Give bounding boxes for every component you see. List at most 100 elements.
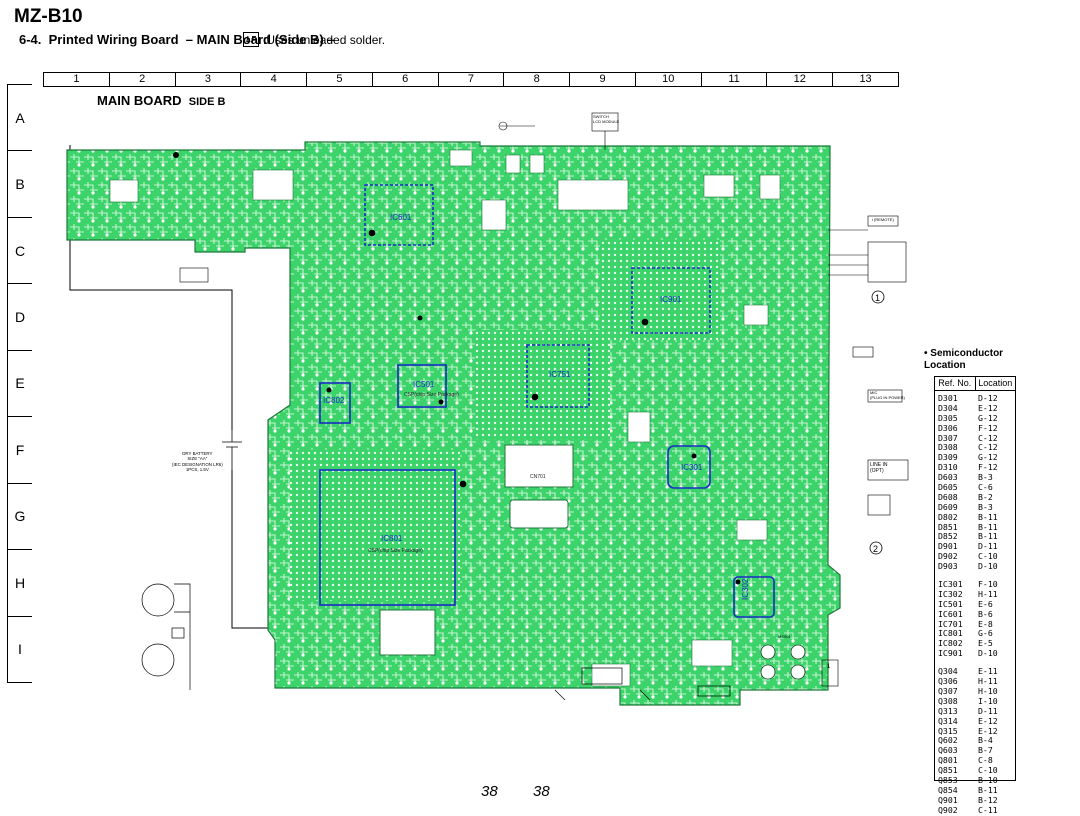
location-cell: B-11: [978, 521, 998, 532]
ref-no-cell: Q602: [938, 735, 958, 746]
ref-no-cell: D603: [938, 472, 958, 483]
ref-no-cell: D852: [938, 531, 958, 542]
ref-no-cell: D851: [938, 521, 958, 532]
semiconductor-row: IC601 B-6: [935, 608, 1015, 620]
ic501-label: IC501: [413, 380, 435, 389]
board-label: MAIN BOARD SIDE B: [97, 93, 225, 108]
ref-no-cell: D305: [938, 412, 958, 423]
column-label: 9: [570, 73, 636, 86]
dense-region-center: [475, 330, 610, 440]
ref-no-cell: Q902: [938, 804, 958, 815]
ic901-label: IC901: [660, 295, 682, 304]
model-title: MZ-B10: [14, 6, 83, 27]
ref-no-cell: D308: [938, 442, 958, 453]
location-cell: E-8: [978, 618, 993, 629]
semiconductor-row: Q602 B-4: [935, 735, 1015, 746]
ic901-outline: [631, 267, 711, 334]
ic501-outline: [397, 364, 447, 408]
ref-no-cell: Q853: [938, 774, 958, 785]
location-cell: E-12: [978, 715, 998, 726]
ref-no-cell: IC301: [938, 579, 963, 590]
pin1-dots: [173, 152, 741, 585]
column-label: 10: [636, 73, 702, 86]
callout-2: [869, 541, 883, 555]
location-cell: I-10: [978, 695, 998, 706]
board-outline: [66, 141, 841, 706]
ic501-package-note: CSP(chip Size Package): [404, 392, 459, 398]
location-cell: B-11: [978, 511, 998, 522]
location-cell: F-12: [978, 462, 998, 473]
location-header: Location: [978, 378, 1013, 388]
row-label: F: [8, 417, 32, 484]
location-cell: D-10: [978, 561, 998, 572]
ref-no-cell: IC302: [938, 588, 963, 599]
ic801-label: IC801: [381, 534, 403, 543]
ref-no-cell: Q854: [938, 784, 958, 795]
semiconductor-title-text: Semiconductor Location: [924, 348, 1004, 371]
ref-no-cell: Q315: [938, 725, 958, 736]
ref-no-header: Ref. No.: [935, 377, 976, 390]
dense-region-ic901: [600, 240, 720, 340]
white-pad-2: [379, 609, 436, 656]
location-cell: C-12: [978, 432, 998, 443]
ref-no-cell: Q603: [938, 745, 958, 756]
component-pads: [109, 149, 781, 687]
ref-no-cell: D309: [938, 452, 958, 463]
ic601-label: IC601: [390, 213, 412, 222]
column-label: 11: [702, 73, 768, 86]
location-cell: B-4: [978, 735, 993, 746]
lead-free-icon: LF: [243, 32, 259, 47]
column-label: 13: [859, 73, 872, 85]
ic801-package-note: CSP(chip Size Package): [368, 548, 423, 554]
row-label: H: [8, 550, 32, 617]
location-cell: H-11: [978, 588, 998, 599]
semiconductor-row: D852 B-11: [935, 532, 1015, 542]
ref-no-cell: D301: [938, 393, 958, 403]
ic802-outline: [319, 382, 351, 424]
remote-label: i (REMOTE): [872, 217, 894, 222]
ref-no-cell: Q307: [938, 685, 958, 696]
page-number-2: 38: [533, 783, 550, 800]
location-cell: B-6: [978, 608, 993, 619]
location-cell: B-11: [978, 531, 998, 542]
ic751-outline: [526, 344, 590, 408]
board-side: SIDE B: [188, 96, 226, 108]
ref-no-cell: D609: [938, 501, 958, 512]
ref-no-cell: Q306: [938, 676, 958, 687]
ref-no-cell: IC601: [938, 608, 963, 619]
location-cell: C-10: [978, 765, 998, 776]
location-cell: B-10: [978, 774, 998, 785]
semiconductor-row: Q853 B-10: [935, 774, 1015, 786]
row-label: B: [8, 151, 32, 218]
side-callout: 1: [827, 664, 831, 670]
row-label: G: [8, 484, 32, 551]
ic302-label: IC302: [741, 578, 750, 600]
ref-no-cell: IC802: [938, 638, 963, 649]
row-label: C: [8, 218, 32, 285]
row-label: E: [8, 351, 32, 418]
ref-no-cell: D608: [938, 491, 958, 502]
